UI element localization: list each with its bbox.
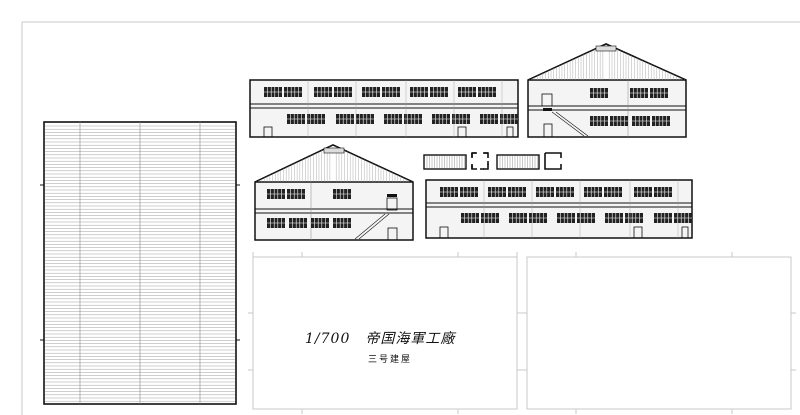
window-icon xyxy=(267,189,285,199)
stair-icon xyxy=(551,111,585,137)
base-panel-left xyxy=(248,252,522,414)
window-icon xyxy=(630,88,648,98)
window-icon xyxy=(610,116,628,126)
window-icon xyxy=(674,213,692,223)
long-wall-upper-windows xyxy=(264,80,518,137)
window-icon xyxy=(536,187,554,197)
window-icon xyxy=(382,87,400,97)
gable-right-windows xyxy=(590,88,670,126)
window-icon xyxy=(654,213,672,223)
gable-right-roof-lines xyxy=(528,45,685,80)
door-icon xyxy=(457,126,467,138)
window-icon xyxy=(452,114,470,124)
window-icon xyxy=(287,114,305,124)
window-icon xyxy=(333,189,351,199)
door-icon xyxy=(263,126,273,138)
sheet-border xyxy=(21,21,800,415)
window-icon xyxy=(362,87,380,97)
window-icon xyxy=(440,187,458,197)
window-icon xyxy=(590,88,608,98)
window-icon xyxy=(461,213,479,223)
window-icon xyxy=(267,218,285,228)
window-icon xyxy=(654,187,672,197)
window-icon xyxy=(460,187,478,197)
window-icon xyxy=(652,116,670,126)
window-icon xyxy=(430,87,448,97)
window-icon xyxy=(314,87,332,97)
door-icon xyxy=(386,197,398,211)
long-wall-lower xyxy=(425,179,693,239)
long-wall-upper xyxy=(249,79,519,138)
window-icon xyxy=(488,187,506,197)
window-icon xyxy=(480,114,498,124)
window-icon xyxy=(384,114,402,124)
window-icon xyxy=(334,87,352,97)
door-icon xyxy=(541,93,553,107)
door-icon xyxy=(681,226,689,239)
window-icon xyxy=(625,213,643,223)
window-icon xyxy=(287,189,305,199)
door-icon xyxy=(506,126,514,138)
window-icon xyxy=(356,114,374,124)
window-icon xyxy=(650,88,668,98)
window-icon xyxy=(404,114,422,124)
window-icon xyxy=(264,87,282,97)
window-icon xyxy=(556,187,574,197)
door-icon xyxy=(439,226,449,239)
roof-panel xyxy=(40,121,240,405)
window-icon xyxy=(289,218,307,228)
base-panel-right xyxy=(522,252,796,414)
door-icon xyxy=(543,123,553,138)
stair-icon xyxy=(358,213,390,240)
window-icon xyxy=(410,87,428,97)
door-icon xyxy=(387,227,398,241)
window-icon xyxy=(508,187,526,197)
ventilator-icon xyxy=(595,45,617,52)
gable-wall-right xyxy=(527,43,687,138)
window-icon xyxy=(500,114,518,124)
window-icon xyxy=(336,114,354,124)
window-icon xyxy=(307,114,325,124)
window-icon xyxy=(529,213,547,223)
small-parts xyxy=(423,152,562,170)
window-icon xyxy=(590,116,608,126)
window-icon xyxy=(432,114,450,124)
window-icon xyxy=(632,116,650,126)
window-icon xyxy=(481,213,499,223)
window-icon xyxy=(604,187,622,197)
sheet-title: 1/700 帝国海軍工廠 xyxy=(305,330,456,347)
gable-left-roof-lines xyxy=(255,146,412,182)
window-icon xyxy=(311,218,329,228)
window-icon xyxy=(478,87,496,97)
door-icon xyxy=(633,226,643,239)
window-icon xyxy=(509,213,527,223)
long-wall-lower-windows xyxy=(440,180,692,238)
window-icon xyxy=(634,187,652,197)
window-icon xyxy=(284,87,302,97)
window-icon xyxy=(458,87,476,97)
window-icon xyxy=(584,187,602,197)
gable-left-windows xyxy=(267,189,351,228)
ventilator-icon xyxy=(323,147,345,154)
sheet-subtitle: 三号建屋 xyxy=(368,353,412,365)
small-strip-lines xyxy=(499,156,538,168)
window-icon xyxy=(333,218,351,228)
window-icon xyxy=(605,213,623,223)
window-icon xyxy=(557,213,575,223)
gable-wall-left xyxy=(254,144,414,241)
small-strip-lines xyxy=(426,156,465,168)
window-icon xyxy=(577,213,595,223)
